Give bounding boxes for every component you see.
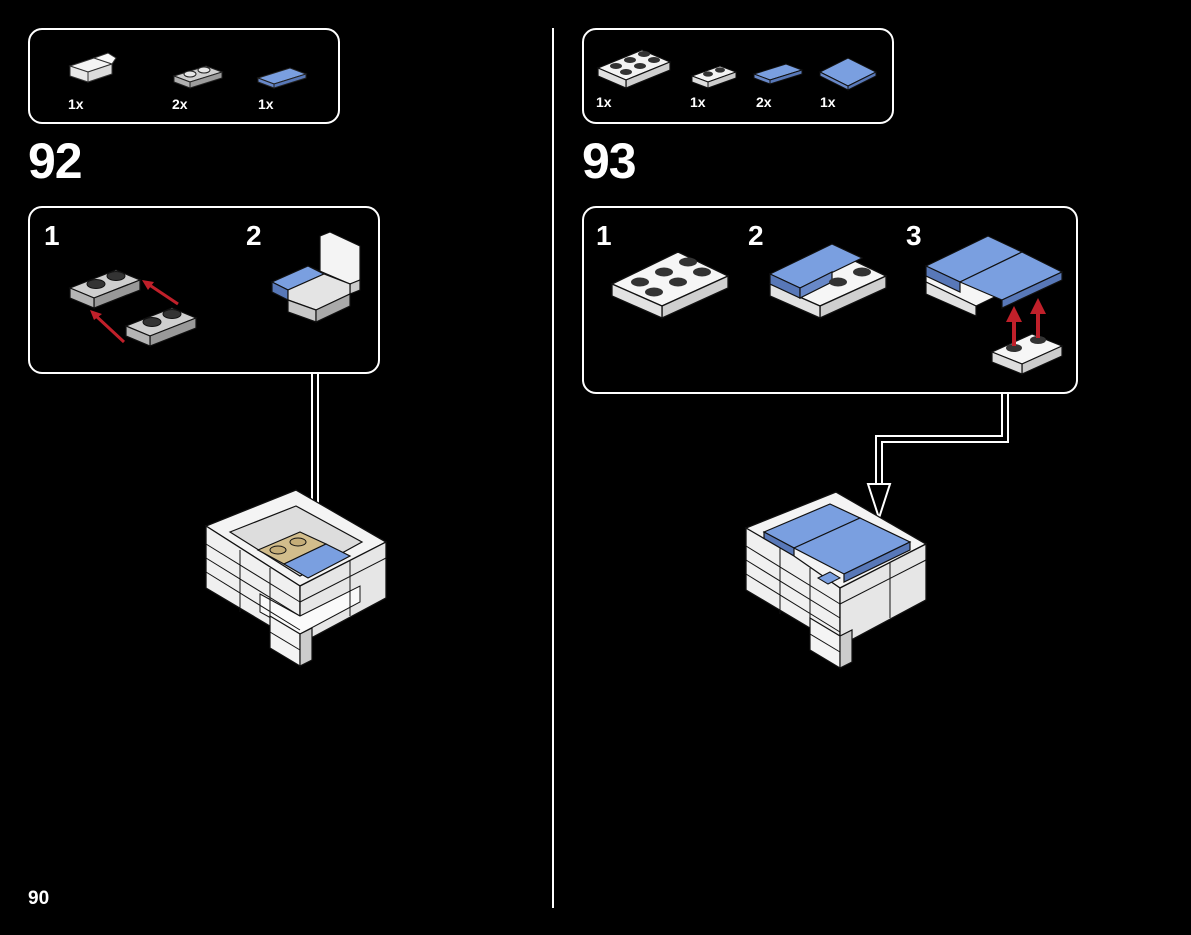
step-number: 93 xyxy=(582,133,637,189)
part-qty: 2x xyxy=(172,96,188,112)
part-qty: 1x xyxy=(690,94,706,110)
gray-plates-assembly-illustration xyxy=(68,269,198,347)
callout-pointer-line xyxy=(866,392,1009,522)
part-qty: 2x xyxy=(756,94,772,110)
parts-list-box xyxy=(28,28,340,124)
blue-tile-1x2-icon xyxy=(256,67,308,89)
tile-assembly-illustration xyxy=(924,235,1064,375)
subassembly-box xyxy=(582,206,1078,394)
plate-with-tiles-illustration xyxy=(768,243,888,320)
page-number: 90 xyxy=(28,888,50,909)
white-plate-illustration xyxy=(610,251,730,320)
substep-number: 1 xyxy=(596,220,612,251)
white-plate-2x3-icon xyxy=(596,49,672,89)
step-number: 92 xyxy=(28,133,83,189)
subassembly-box xyxy=(28,206,380,374)
parts-list-box xyxy=(582,28,894,124)
white-bracket-icon xyxy=(68,52,117,83)
furniture-model-illustration xyxy=(204,489,388,668)
substep-number: 2 xyxy=(748,220,764,251)
bed-assembly-illustration xyxy=(270,231,361,323)
part-qty: 1x xyxy=(596,94,612,110)
substep-number: 2 xyxy=(246,220,262,251)
part-qty: 1x xyxy=(68,96,84,112)
white-plate-1x2-icon xyxy=(690,65,738,89)
substep-number: 3 xyxy=(906,220,922,251)
page-divider xyxy=(552,28,554,908)
part-qty: 1x xyxy=(820,94,836,110)
blue-tile-2x2-icon xyxy=(818,57,878,91)
part-qty: 1x xyxy=(258,96,274,112)
furniture-model-illustration xyxy=(744,491,928,670)
gray-plate-1x2-icon xyxy=(172,65,224,89)
substep-number: 1 xyxy=(44,220,60,251)
blue-tile-1x2-icon xyxy=(752,63,804,85)
